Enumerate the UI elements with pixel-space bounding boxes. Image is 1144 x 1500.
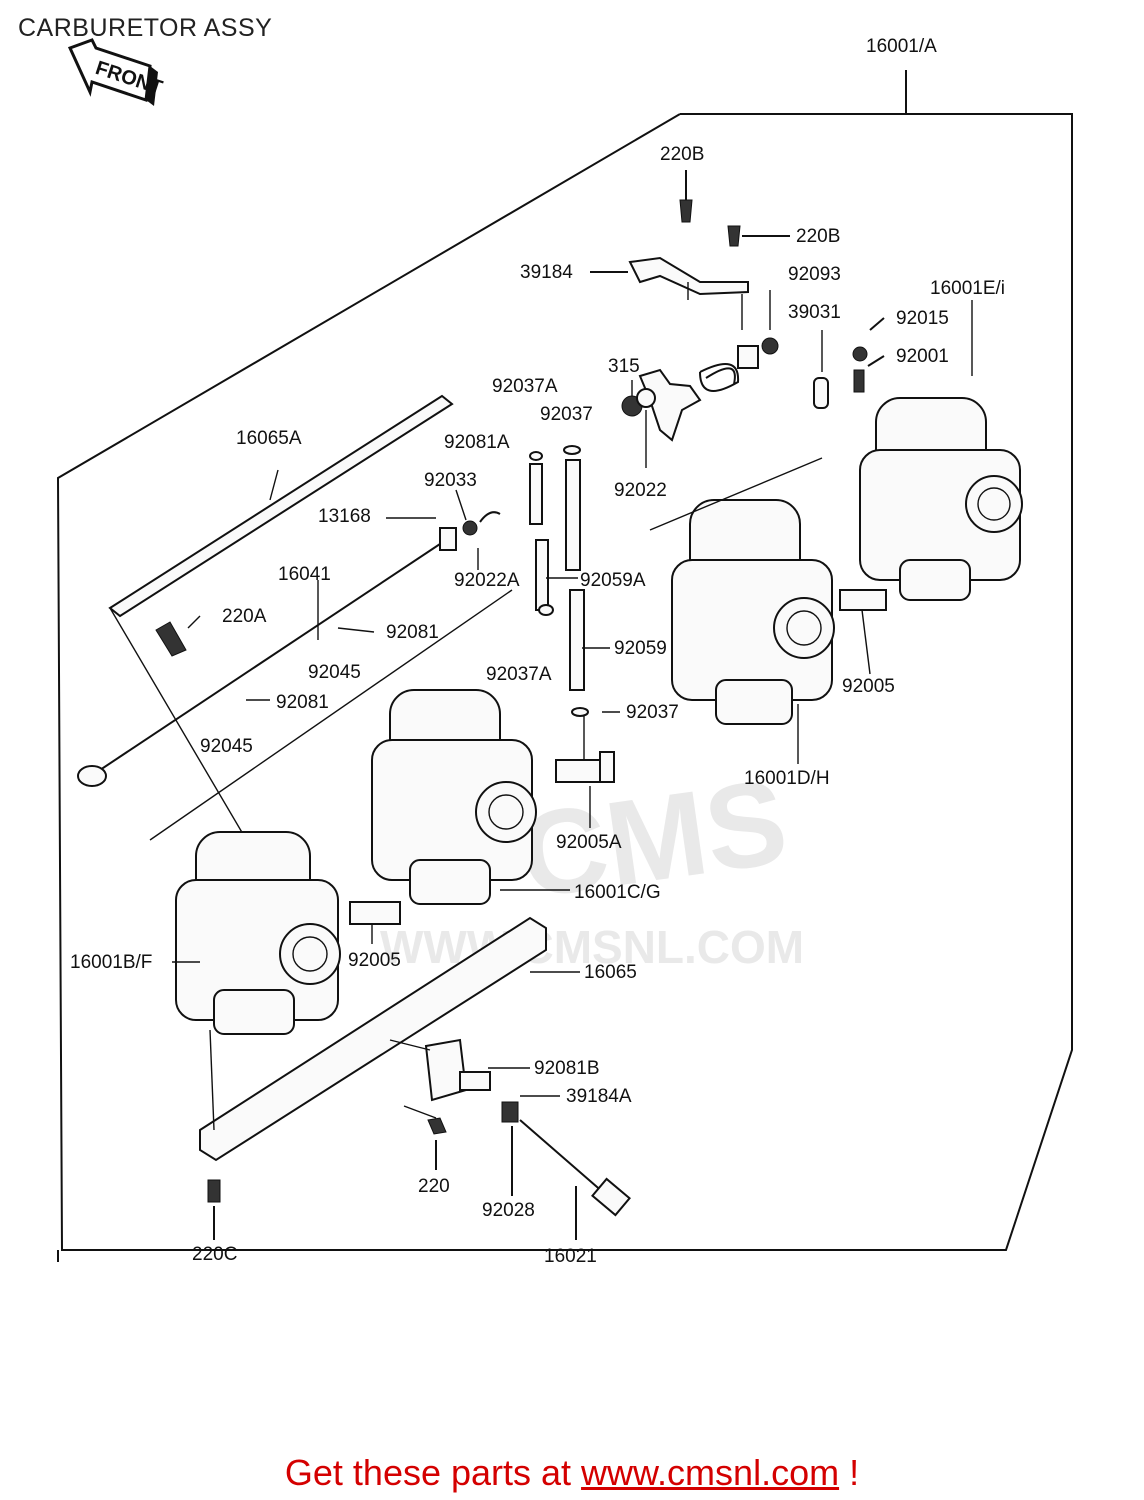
- label-16001d-h: 16001D/H: [744, 768, 830, 789]
- label-39184a: 39184A: [566, 1086, 632, 1107]
- label-220b-right: 220B: [796, 226, 841, 247]
- cap-39031: [813, 330, 829, 409]
- label-92005a: 92005A: [556, 832, 622, 853]
- footer-suffix: !: [839, 1452, 860, 1493]
- screw-220b-top: [679, 170, 693, 223]
- label-92081a: 92081A: [444, 432, 510, 453]
- label-92045-upper: 92045: [308, 662, 361, 683]
- label-16001c-g: 16001C/G: [574, 882, 661, 903]
- screw-220a: [155, 621, 187, 657]
- label-92093: 92093: [788, 264, 841, 285]
- label-92001: 92001: [896, 346, 949, 367]
- leader-lines: [172, 300, 973, 1097]
- label-39184: 39184: [520, 262, 573, 283]
- lever-315: [621, 368, 702, 468]
- bracket-16065: [199, 916, 547, 1162]
- label-16001-a: 16001/A: [866, 36, 937, 57]
- label-16021: 16021: [544, 1246, 597, 1267]
- label-16065: 16065: [584, 962, 637, 983]
- label-92037-top: 92037: [540, 404, 593, 425]
- label-16065a: 16065A: [236, 428, 302, 449]
- bracket-39184a: [389, 1038, 491, 1102]
- label-92037a-mid: 92037A: [486, 664, 552, 685]
- label-220a: 220A: [222, 606, 267, 627]
- label-92059a: 92059A: [580, 570, 646, 591]
- screw-220: [403, 1105, 447, 1170]
- label-13168: 13168: [318, 506, 371, 527]
- assembly-outline: [56, 113, 1073, 1251]
- footer-cta: Get these parts at www.cmsnl.com !: [0, 1452, 1144, 1494]
- carburetor-16001d-h: [649, 457, 887, 725]
- label-16001b-f: 16001B/F: [70, 952, 153, 973]
- nut-92028: [501, 1101, 519, 1196]
- label-92005-right: 92005: [842, 676, 895, 697]
- label-92037-mid: 92037: [626, 702, 679, 723]
- carburetor-16001c-g: [371, 689, 537, 905]
- label-92081b: 92081B: [534, 1058, 600, 1079]
- adjust-screw-16021: [519, 1119, 631, 1240]
- label-16001e-i: 16001E/i: [930, 278, 1006, 299]
- carburetor-16001b-f: [175, 831, 401, 1035]
- carburetor-16001e-i: [859, 397, 1023, 601]
- label-92028: 92028: [482, 1200, 535, 1221]
- fitting-92005a: [555, 716, 615, 783]
- label-92022: 92022: [614, 480, 667, 501]
- footer-link[interactable]: www.cmsnl.com: [581, 1452, 840, 1493]
- label-315: 315: [608, 356, 640, 377]
- screws-92015-92001: [852, 317, 885, 393]
- label-92081-lower: 92081: [276, 692, 329, 713]
- lever-13168-92033: [439, 511, 501, 551]
- label-220b-top: 220B: [660, 144, 705, 165]
- diagram-title: CARBURETOR ASSY: [18, 14, 273, 42]
- screw-220b-right: [727, 225, 790, 247]
- footer-prefix: Get these parts at: [284, 1452, 582, 1493]
- label-92081-upper: 92081: [386, 622, 439, 643]
- label-220: 220: [418, 1176, 450, 1197]
- label-92033: 92033: [424, 470, 477, 491]
- label-92059: 92059: [614, 638, 667, 659]
- screw-220c: [207, 1179, 221, 1240]
- label-92045-lower: 92045: [200, 736, 253, 757]
- label-39031: 39031: [788, 302, 841, 323]
- pipe-92037a-92037: [529, 445, 589, 717]
- front-arrow-icon: FRONT: [67, 38, 165, 106]
- label-92005-left: 92005: [348, 950, 401, 971]
- choke-rod-16041: [77, 539, 513, 841]
- label-92015: 92015: [896, 308, 949, 329]
- watermark-url: WWW.CMSNL.COM: [380, 921, 805, 973]
- spring-92093: [699, 290, 779, 392]
- label-92022a: 92022A: [454, 570, 520, 591]
- label-220c: 220C: [192, 1244, 238, 1265]
- label-92037a-top: 92037A: [492, 376, 558, 397]
- label-16041: 16041: [278, 564, 331, 585]
- bracket-39184: [590, 256, 749, 330]
